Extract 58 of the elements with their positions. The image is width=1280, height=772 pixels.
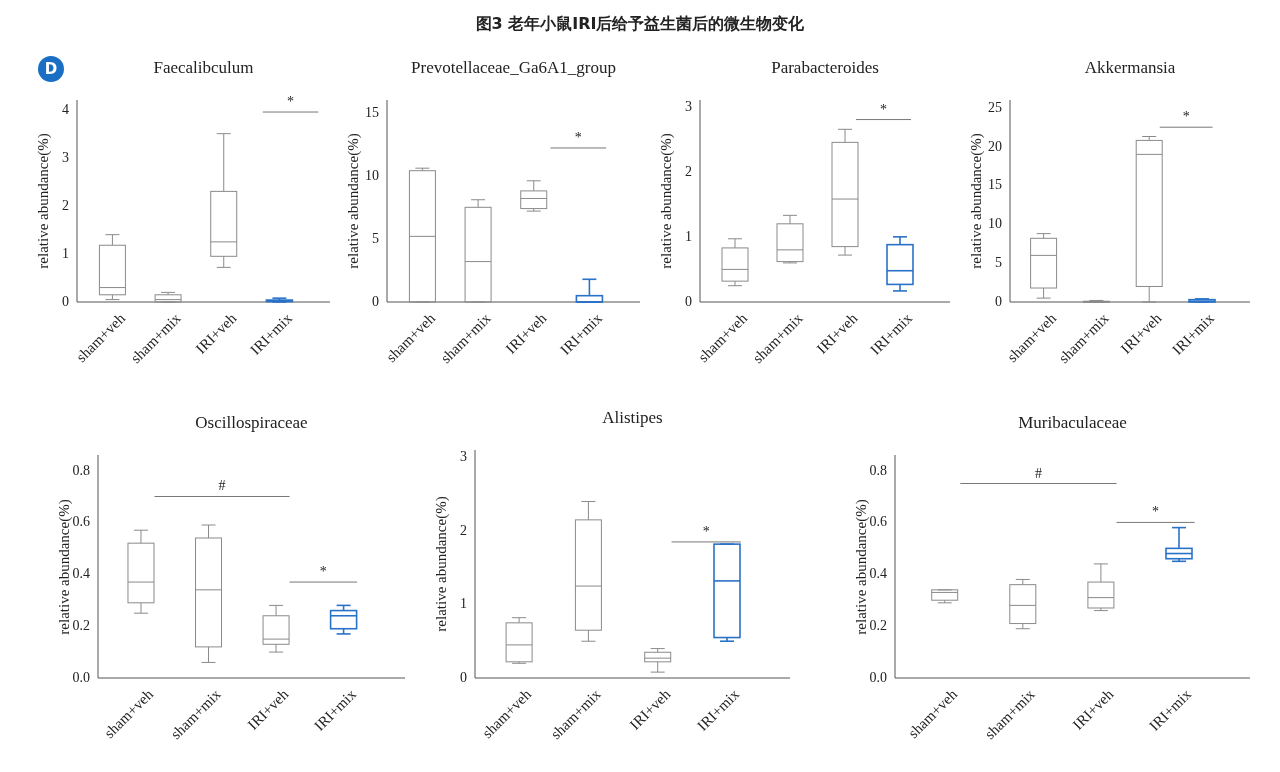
significance-mark: * — [1152, 504, 1160, 521]
tick-label: 0.8 — [72, 462, 90, 479]
tick-label: 3 — [685, 98, 692, 115]
axis-title: relative abundance(%) — [34, 133, 52, 269]
tick-label: 0.2 — [72, 618, 90, 635]
tick-label: 2 — [62, 197, 69, 214]
tick-label: 0 — [62, 294, 69, 310]
axis-title: relative abundance(%) — [344, 133, 362, 269]
tick-label: 0.6 — [869, 514, 887, 531]
tick-label: 1 — [62, 245, 69, 262]
tick-label: 0 — [685, 294, 692, 310]
significance-mark: * — [880, 101, 887, 118]
significance-mark: * — [319, 564, 327, 581]
axis-title: relative abundance(%) — [967, 133, 985, 269]
tick-label: 2 — [460, 522, 467, 539]
tick-label: 5 — [995, 255, 1002, 272]
significance-mark: # — [218, 478, 226, 495]
panel-label: D — [38, 56, 64, 82]
chart-title: Alistipes — [602, 408, 663, 428]
tick-label: 4 — [62, 101, 69, 118]
tick-label: 0 — [460, 670, 467, 686]
tick-label: 20 — [988, 138, 1002, 155]
tick-label: 5 — [372, 230, 379, 247]
significance-mark: * — [287, 94, 295, 110]
significance-mark: # — [1034, 465, 1042, 482]
tick-label: 0 — [372, 294, 379, 310]
tick-label: 0.4 — [869, 566, 887, 583]
tick-label: 0.6 — [72, 514, 90, 531]
tick-label: 0.0 — [72, 670, 90, 686]
significance-mark: * — [702, 523, 710, 540]
chart-title: Faecalibculum — [153, 58, 254, 78]
significance-mark: * — [1182, 109, 1190, 126]
tick-label: 1 — [460, 596, 467, 613]
tick-label: 0 — [995, 294, 1002, 310]
tick-label: 0.2 — [869, 618, 887, 635]
tick-label: 0.0 — [869, 670, 887, 686]
tick-label: 0.4 — [72, 566, 90, 583]
figure-title: 图3 老年小鼠IRI后给予益生菌后的微生物变化 — [475, 14, 805, 35]
axis-title: relative abundance(%) — [55, 498, 73, 635]
axis-title: relative abundance(%) — [432, 496, 450, 632]
tick-label: 0.8 — [869, 462, 887, 479]
tick-label: 25 — [988, 99, 1002, 116]
tick-label: 10 — [365, 167, 379, 184]
tick-label: 3 — [460, 449, 467, 466]
chart-title: Muribaculaceae — [1018, 413, 1127, 433]
tick-label: 10 — [988, 216, 1002, 233]
tick-label: 3 — [62, 149, 69, 166]
tick-label: 1 — [685, 228, 692, 245]
tick-label: 2 — [685, 163, 692, 180]
axis-title: relative abundance(%) — [852, 498, 870, 635]
significance-mark: * — [574, 129, 582, 146]
chart-title: Akkermansia — [1084, 58, 1176, 78]
axis-title: relative abundance(%) — [657, 133, 675, 269]
chart-title: Parabacteroides — [771, 58, 879, 78]
chart-title: Oscillospiraceae — [195, 413, 308, 433]
tick-label: 15 — [988, 177, 1002, 194]
tick-label: 15 — [365, 104, 379, 121]
chart-title: Prevotellaceae_Ga6A1_group — [411, 58, 616, 78]
